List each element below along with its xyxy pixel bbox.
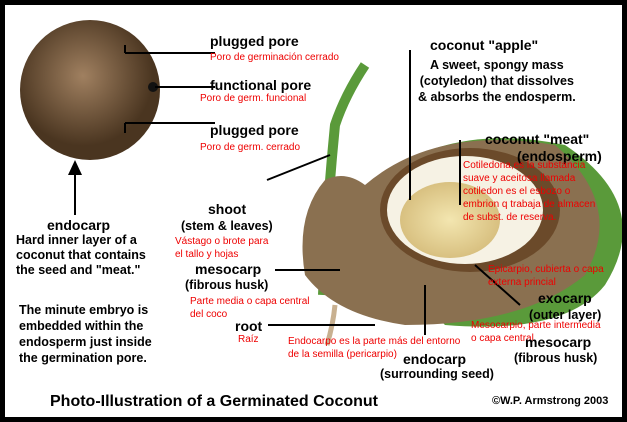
label-endocarp: endocarp	[47, 217, 111, 233]
label-functional-pore: functional pore	[210, 77, 312, 93]
line: cotiledon es el esbozo o	[463, 186, 571, 197]
line: embedded within the	[19, 319, 144, 333]
exocarp-es: Epicarpio, cubierta o capa externa princ…	[488, 263, 604, 289]
leader-lines	[74, 45, 521, 335]
label-shoot: shoot	[208, 201, 247, 217]
diagram: plugged pore Poro de germinación cerrado…	[5, 5, 622, 417]
line: A sweet, spongy mass	[430, 58, 564, 72]
line: endosperm just inside	[19, 335, 152, 349]
line: de subst. de reserva.	[463, 212, 557, 223]
line: Mesocarpio, parte intermedia	[471, 320, 601, 331]
copyright: ©W.P. Armstrong 2003	[492, 395, 609, 407]
line: the germination pore.	[19, 351, 147, 365]
line: (cotyledon) that dissolves	[419, 74, 574, 88]
label-root-es: Raíz	[238, 334, 259, 345]
label-endocarp-bottom: endocarp	[403, 351, 467, 367]
line: o capa central	[471, 333, 534, 344]
label-functional-pore-es: Poro de germ. funcional	[200, 93, 307, 104]
label-coconut-apple: coconut "apple"	[430, 37, 539, 53]
coconut-apple	[400, 182, 500, 258]
label-mesocarp-right: mesocarp	[525, 334, 592, 350]
line: del coco	[190, 309, 228, 320]
line: suave y aceitosa llamada	[463, 173, 576, 184]
label-endosperm: (endosperm)	[517, 148, 602, 164]
line: the seed and "meat."	[16, 263, 141, 277]
line: embrion q trabaja de almacen	[463, 199, 596, 210]
label-exocarp-sub: (outer layer)	[529, 308, 602, 322]
embryo-note: The minute embryo is embedded within the…	[19, 302, 152, 366]
endocarp-es: Endocarpo es la parte más del entorno de…	[288, 335, 460, 361]
shoot-es: Vástago o brote para el tallo y hojas	[175, 235, 268, 261]
line: Hard inner layer of a	[16, 233, 137, 247]
illustration	[20, 20, 622, 346]
mesocarp-left-es: Parte media o capa central del coco	[190, 295, 310, 321]
line: el tallo y hojas	[175, 249, 239, 260]
functional-pore	[148, 82, 158, 92]
line: & absorbs the endosperm.	[418, 90, 576, 104]
label-shoot-sub: (stem & leaves)	[181, 219, 273, 233]
line: coconut that contains	[16, 248, 146, 262]
label-plugged-pore-1: plugged pore	[210, 33, 299, 49]
line: de la semilla (pericarpio)	[288, 349, 397, 360]
endocarp-description: Hard inner layer of a coconut that conta…	[16, 233, 146, 278]
label-exocarp: exocarp	[538, 290, 592, 306]
line: externa princial	[488, 277, 556, 288]
meat-es: Cotiledona,es la substancia suave y acei…	[463, 159, 595, 224]
line: Epicarpio, cubierta o capa	[488, 264, 604, 275]
figure-title: Photo-Illustration of a Germinated Cocon…	[50, 393, 378, 410]
label-plugged-pore-2-es: Poro de germ. cerrado	[200, 142, 301, 153]
line: Vástago o brote para	[175, 236, 269, 247]
label-root: root	[235, 318, 263, 334]
mesocarp-right-es: Mesocarpio, parte intermedia o capa cent…	[471, 319, 601, 345]
line: Parte media o capa central	[190, 296, 310, 307]
label-endocarp-bottom-sub: (surrounding seed)	[380, 367, 494, 381]
label-mesocarp-left: mesocarp	[195, 261, 262, 277]
line: The minute embryo is	[19, 303, 149, 317]
label-coconut-meat: coconut "meat"	[485, 131, 590, 147]
label-mesocarp-right-sub: (fibrous husk)	[514, 351, 598, 365]
label-plugged-pore-2: plugged pore	[210, 122, 299, 138]
label-mesocarp-left-sub: (fibrous husk)	[185, 278, 269, 292]
line: Cotiledona,es la substancia	[463, 160, 586, 171]
endocarp-nut	[20, 20, 160, 160]
apple-description: A sweet, spongy mass (cotyledon) that di…	[418, 57, 576, 105]
line: Endocarpo es la parte más del entorno	[288, 336, 461, 347]
label-plugged-pore-1-es: Poro de germinación cerrado	[210, 52, 339, 63]
